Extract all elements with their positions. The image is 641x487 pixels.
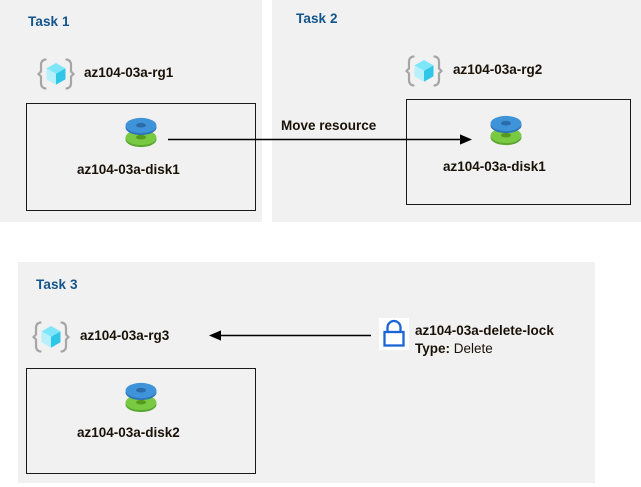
resource-group-label-rg1: az104-03a-rg1: [84, 65, 174, 80]
task-3-title: Task 3: [36, 277, 78, 292]
disk-label-task3: az104-03a-disk2: [77, 425, 180, 440]
disk-label-task1: az104-03a-disk1: [77, 162, 180, 177]
delete-lock-name: az104-03a-delete-lock: [415, 323, 554, 338]
managed-disk-icon: [119, 112, 163, 154]
task-2-resource-group-boundary: [406, 99, 631, 205]
resource-group-cube-icon: [404, 52, 444, 90]
delete-lock-type-row: Type: Delete: [415, 341, 493, 356]
move-resource-arrow: [168, 134, 472, 145]
managed-disk-icon: [119, 377, 163, 419]
delete-lock-type-value: Delete: [453, 341, 493, 356]
resource-group-label-rg3: az104-03a-rg3: [80, 328, 170, 343]
move-resource-label: Move resource: [281, 118, 377, 133]
delete-lock-type-key: Type:: [415, 341, 451, 356]
resource-group-label-rg2: az104-03a-rg2: [453, 62, 543, 77]
delete-lock-arrow: [209, 330, 371, 341]
managed-disk-icon: [484, 110, 528, 152]
resource-group-cube-icon: [31, 318, 71, 356]
task-1-title: Task 1: [28, 14, 70, 29]
task-2-title: Task 2: [296, 11, 338, 26]
padlock-icon: [379, 318, 409, 350]
resource-group-cube-icon: [36, 55, 76, 93]
disk-label-task2: az104-03a-disk1: [443, 159, 546, 174]
